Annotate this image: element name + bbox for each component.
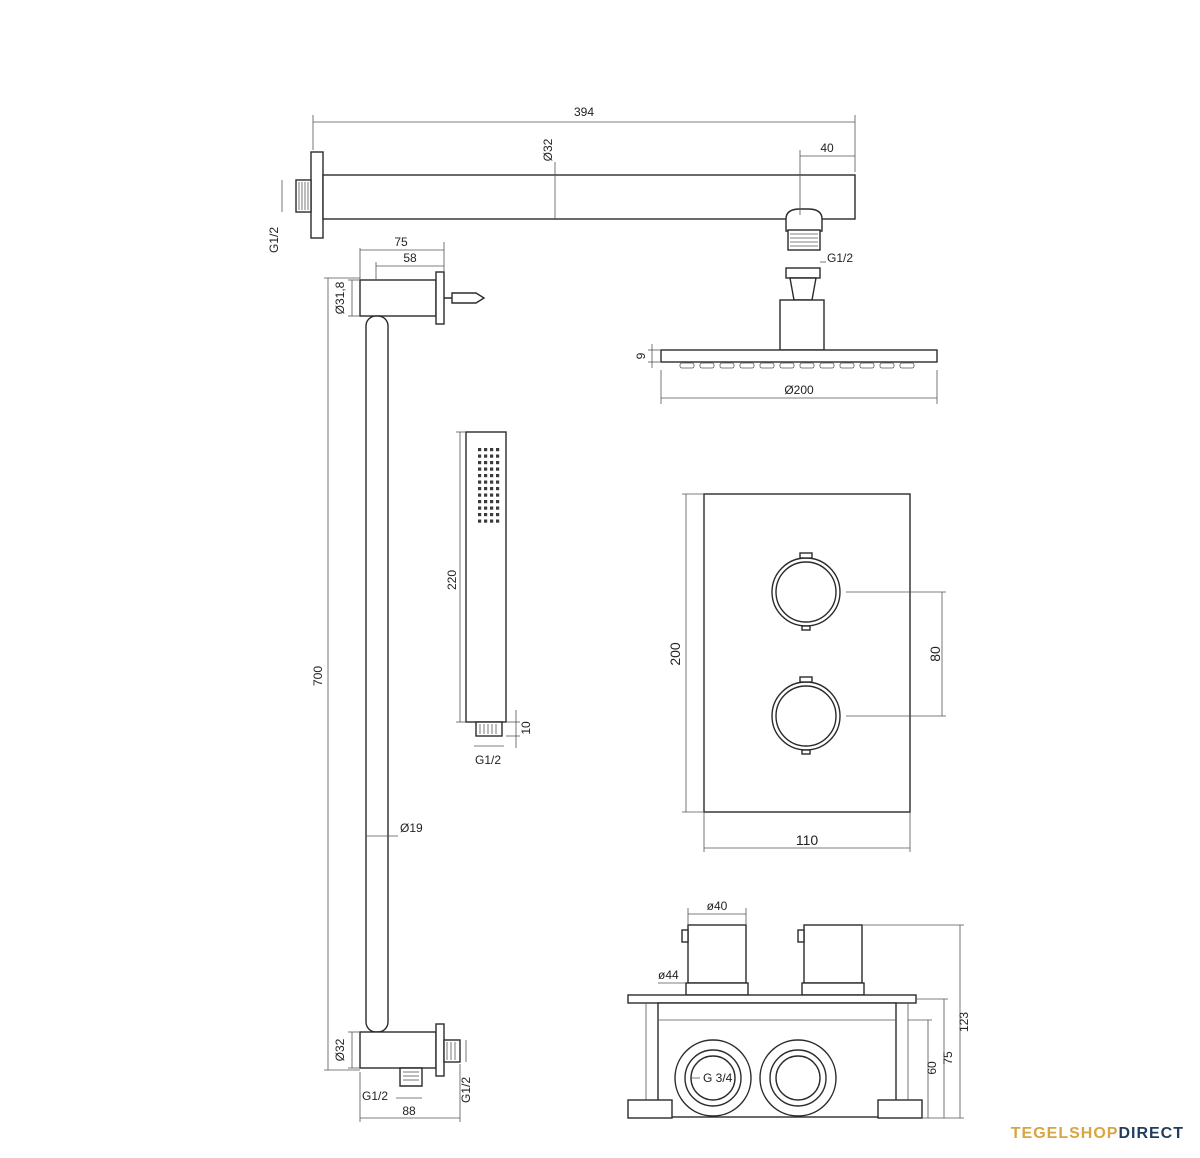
nozzle-dot (490, 461, 494, 465)
box-inlet-label: G 3/4 (703, 1071, 733, 1085)
arm-thread-label: G1/2 (267, 227, 281, 253)
nozzle-dot (478, 487, 482, 491)
nozzle-dot (490, 493, 494, 497)
bar-bottom-diameter-label: Ø32 (333, 1038, 347, 1061)
nozzle-dot (484, 513, 488, 517)
nozzle-dot (478, 454, 482, 458)
box-mid-label: 75 (941, 1051, 955, 1065)
hand-thread-label: G1/2 (475, 753, 501, 767)
nozzle-dot (496, 480, 500, 484)
brand-logo: TEGELSHOPDIRECT (1011, 1125, 1184, 1142)
box-inner-label: 60 (925, 1061, 939, 1075)
nozzle-dot (484, 461, 488, 465)
nozzle-dot (496, 493, 500, 497)
hand-tail-label: 10 (519, 721, 533, 735)
nozzle-dot (496, 448, 500, 452)
plate-height-label: 200 (667, 642, 683, 666)
knob-spacing-label: 80 (927, 646, 943, 662)
nozzle-dot (478, 506, 482, 510)
thermostat-plate (703, 493, 911, 813)
box-total-label: 123 (957, 1012, 971, 1032)
svg-text:TEGELSHOPDIRECT: TEGELSHOPDIRECT (1011, 1125, 1184, 1142)
hand-dimensions: 220 10 G1/2 (445, 431, 533, 767)
nozzle-dot (484, 448, 488, 452)
nozzle-dot (484, 500, 488, 504)
nozzle-dot (490, 513, 494, 517)
brand-part1: TEGELSHOP (1011, 1125, 1119, 1142)
nozzle-dot (490, 480, 494, 484)
bar-side-thread-label: G1/2 (459, 1077, 473, 1103)
nozzle-dot (484, 480, 488, 484)
arm-length-label: 394 (574, 105, 594, 119)
nozzle-dot (496, 487, 500, 491)
nozzle-dot (496, 461, 500, 465)
nozzle-dot (496, 474, 500, 478)
head-thickness-label: 9 (634, 352, 648, 359)
nozzle-dot (490, 467, 494, 471)
nozzle-dot (496, 454, 500, 458)
head-dimensions: 9 Ø200 (634, 344, 938, 404)
nozzle-dot (484, 474, 488, 478)
nozzle-dot (484, 467, 488, 471)
nozzle-dot (478, 480, 482, 484)
mounting-box (627, 924, 923, 1119)
nozzle-dot (496, 500, 500, 504)
bar-length-label: 700 (311, 666, 325, 686)
nozzle-dot (496, 519, 500, 523)
plate-dimensions: 200 110 80 (667, 493, 946, 852)
bar-diameter-label: Ø19 (400, 821, 423, 835)
nozzle-dot (490, 474, 494, 478)
nozzle-dot (478, 500, 482, 504)
bar-dimensions: 75 58 Ø31,8 700 Ø19 Ø32 G1/2 88 G1/2 (311, 235, 473, 1122)
nozzle-dot (484, 506, 488, 510)
nozzle-dot (478, 461, 482, 465)
nozzle-dot (484, 493, 488, 497)
nozzle-dot (490, 519, 494, 523)
nozzle-dot (490, 454, 494, 458)
hand-shower-nozzles (478, 448, 500, 523)
bar-bottom-width-label: 88 (402, 1104, 416, 1118)
shower-arm (295, 151, 856, 251)
box-dimensions: ø40 ø44 123 75 60 G 3/4 (658, 899, 971, 1119)
bar-width-inner-label: 58 (403, 251, 417, 265)
nozzle-dot (478, 474, 482, 478)
bar-top-diameter-label: Ø31,8 (333, 281, 347, 314)
nozzle-dot (490, 506, 494, 510)
arm-dimensions: 394 Ø32 40 G1/2 G1/2 (267, 105, 856, 265)
head-diameter-label: Ø200 (784, 383, 814, 397)
bar-bottom-thread-label: G1/2 (362, 1089, 388, 1103)
nozzle-dot (484, 454, 488, 458)
nozzle-dot (478, 493, 482, 497)
nozzle-dot (496, 506, 500, 510)
arm-diameter-label: Ø32 (541, 138, 555, 161)
nozzle-dot (490, 500, 494, 504)
slide-bar (359, 271, 486, 1087)
bar-width-outer-label: 75 (394, 235, 408, 249)
nozzle-dot (484, 487, 488, 491)
nozzle-dot (478, 519, 482, 523)
shower-head (660, 267, 938, 369)
box-knob-top-label: ø40 (707, 899, 728, 913)
arm-tip-label: 40 (820, 141, 834, 155)
nozzle-dot (490, 448, 494, 452)
nozzle-dot (484, 519, 488, 523)
nozzle-dot (496, 467, 500, 471)
brand-part2: DIRECT (1118, 1125, 1184, 1142)
nozzle-dot (496, 513, 500, 517)
hand-length-label: 220 (445, 570, 459, 590)
plate-width-label: 110 (796, 832, 819, 848)
nozzle-dot (478, 448, 482, 452)
nozzle-dot (478, 467, 482, 471)
hand-shower (465, 431, 507, 737)
nozzle-dot (490, 487, 494, 491)
outlet-thread-label: G1/2 (827, 251, 853, 265)
nozzle-dot (478, 513, 482, 517)
box-knob-base-label: ø44 (658, 968, 679, 982)
